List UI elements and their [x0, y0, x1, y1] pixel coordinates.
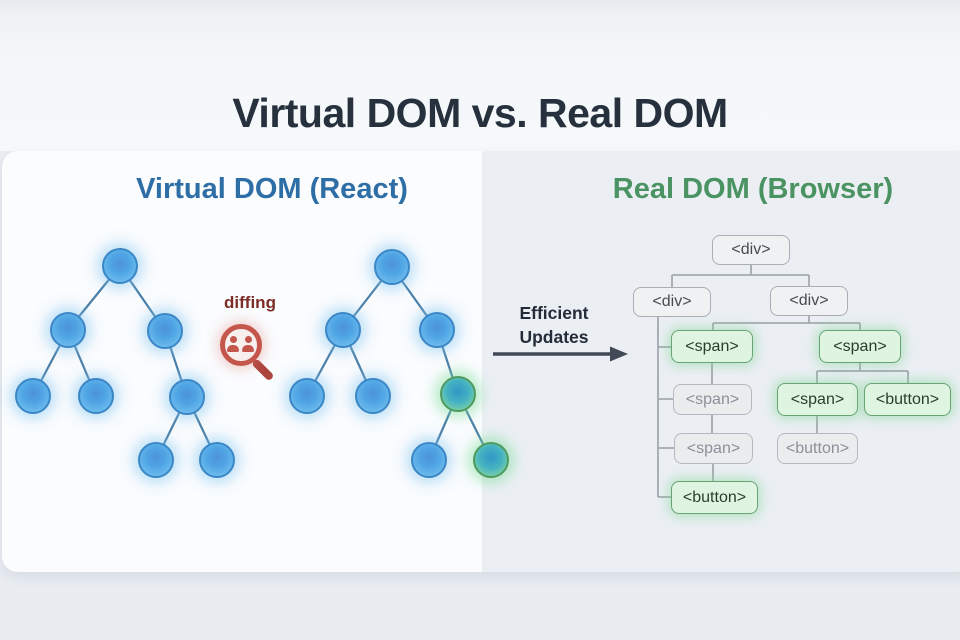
dom-node-div-left: <div> — [633, 287, 711, 317]
dom-node-span-updated: <span> — [777, 383, 858, 416]
person-icon — [227, 336, 239, 352]
tree1-node-left-child2 — [78, 378, 114, 414]
dom-node-div-root: <div> — [712, 235, 790, 265]
tree2-node-right — [419, 312, 455, 348]
page-background-top — [0, 0, 960, 151]
tree1-node-left-child1 — [15, 378, 51, 414]
virtual-dom-heading: Virtual DOM (React) — [136, 173, 408, 205]
tree1-node-right-child — [169, 379, 205, 415]
tree2-node-root — [374, 249, 410, 285]
page-title: Virtual DOM vs. Real DOM — [232, 90, 728, 136]
diffing-label: diffing — [224, 293, 276, 312]
tree1-node-root — [102, 248, 138, 284]
person-icon — [242, 336, 254, 352]
efficient-updates-line2: Updates — [519, 327, 589, 347]
tree2-node-left — [325, 312, 361, 348]
comparison-panel — [2, 151, 960, 572]
dom-node-span-updated: <span> — [671, 330, 753, 363]
real-dom-heading: Real DOM (Browser) — [612, 173, 894, 205]
efficient-updates-label: Efficient Updates — [500, 301, 608, 349]
tree1-node-left — [50, 312, 86, 348]
tree2-node-leaf2-changed — [473, 442, 509, 478]
dom-node-button-unchanged: <button> — [777, 433, 858, 464]
dom-node-span-unchanged: <span> — [673, 384, 752, 415]
dom-node-button-updated: <button> — [671, 481, 758, 514]
dom-node-button-updated: <button> — [864, 383, 951, 416]
tree2-node-left-child1 — [289, 378, 325, 414]
dom-node-span-updated: <span> — [819, 330, 901, 363]
tree1-node-leaf1 — [138, 442, 174, 478]
dom-node-span-unchanged: <span> — [674, 433, 753, 464]
tree1-node-right — [147, 313, 183, 349]
tree2-node-leaf1 — [411, 442, 447, 478]
tree1-node-leaf2 — [199, 442, 235, 478]
efficient-updates-line1: Efficient — [519, 303, 589, 323]
tree2-node-left-child2 — [355, 378, 391, 414]
tree2-node-right-child-changed — [440, 376, 476, 412]
dom-node-div-right: <div> — [770, 286, 848, 316]
arrow-right-icon — [493, 346, 628, 362]
